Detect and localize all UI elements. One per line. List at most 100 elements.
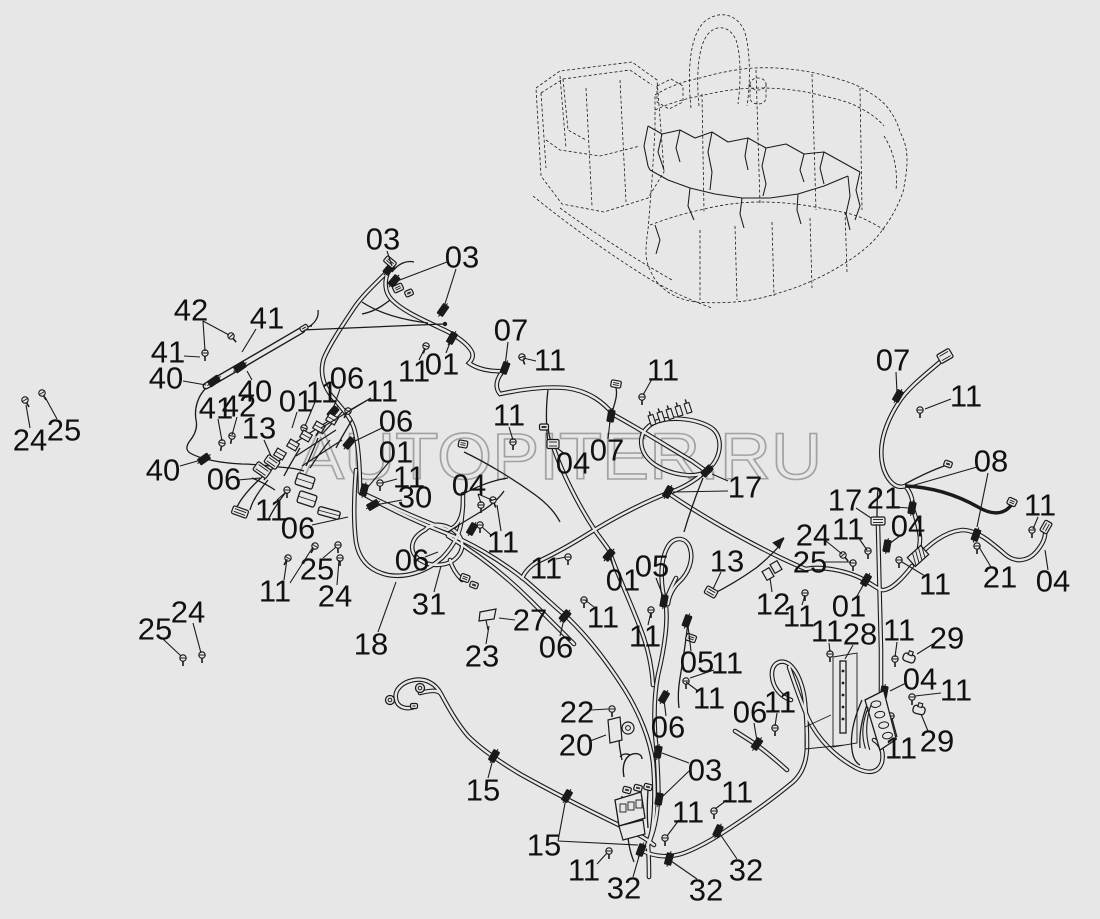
- callout-label: 21: [983, 560, 1017, 595]
- screw-icon: [908, 693, 916, 705]
- harness-wire: [283, 447, 301, 477]
- callout-label: 41: [151, 335, 185, 370]
- harness-tube-core: [660, 537, 693, 608]
- ghost-cab-line: [540, 92, 547, 169]
- connector-block-icon: [298, 429, 314, 443]
- leader-line: [632, 852, 641, 878]
- clamp-icon: [602, 548, 616, 562]
- leader-line: [381, 478, 398, 484]
- terminal-comb-icon: [665, 405, 675, 421]
- harness-wire: [301, 323, 444, 331]
- leader-line: [498, 617, 516, 621]
- callout-label: 42: [174, 293, 208, 328]
- screw-icon: [895, 556, 903, 568]
- callout-label: 11: [255, 493, 287, 528]
- ghost-cab-line: [559, 75, 567, 149]
- inset-harness-lines: [643, 125, 861, 255]
- callout-label: 29: [920, 724, 954, 759]
- leader-line: [719, 833, 738, 860]
- clamp-icon: [892, 388, 904, 404]
- leader-line: [978, 546, 992, 568]
- inset-harness-wire: [761, 147, 767, 197]
- terminal-strip-plate: [804, 652, 858, 750]
- callout-label: 06: [281, 511, 315, 546]
- clamp-icon: [662, 484, 674, 500]
- callout-label: 01: [379, 435, 413, 470]
- inset-harness-wire: [739, 197, 745, 229]
- leader-line: [891, 717, 898, 738]
- leader-line: [711, 473, 729, 482]
- leader-line: [642, 378, 653, 396]
- ghost-body-line: [645, 67, 908, 304]
- leader-line: [352, 426, 385, 443]
- connector-icon: [230, 505, 250, 519]
- ghost-cab-line: [535, 61, 665, 213]
- harness-tube-core: [446, 534, 576, 646]
- harness-tube-core: [358, 490, 656, 853]
- connector-stack-right: [862, 689, 898, 752]
- leader-line: [192, 622, 202, 654]
- harness-tube-core: [770, 660, 807, 705]
- leader-line: [916, 643, 934, 655]
- callout-label: 11: [306, 375, 338, 410]
- leader-line: [828, 642, 831, 653]
- leader-line: [801, 594, 806, 606]
- clamp-icon: [365, 499, 381, 511]
- connector-icon: [538, 423, 550, 431]
- ghost-extra-line: [749, 77, 767, 91]
- callout-label: 04: [903, 662, 937, 697]
- leader-line: [894, 641, 898, 658]
- clamp-icon: [359, 482, 369, 498]
- callout-label: 11: [832, 512, 864, 547]
- leader-line: [685, 681, 699, 692]
- harness-tube-core: [411, 523, 464, 567]
- callout-label: 06: [379, 404, 413, 439]
- leader-line: [25, 404, 31, 429]
- leader-line: [655, 577, 664, 597]
- leader-line: [1032, 516, 1039, 530]
- screw-icon: [891, 655, 899, 667]
- callout-label: 11: [259, 574, 291, 609]
- tube-tip-icon: [442, 321, 448, 327]
- harness-wire: [361, 301, 429, 324]
- harness-tube-core: [384, 268, 505, 373]
- callout-label: 11: [530, 551, 562, 586]
- leader-line: [202, 320, 206, 352]
- clamp-icon: [561, 788, 573, 804]
- callout-label: 03: [445, 240, 479, 275]
- leader-line: [386, 250, 393, 267]
- inset-harness-wire: [799, 153, 805, 183]
- leader-line: [231, 416, 238, 436]
- callout-label: 20: [559, 728, 593, 763]
- callout-label: 07: [590, 433, 624, 468]
- callout-label: 04: [891, 509, 925, 544]
- callout-label: 40: [149, 361, 183, 396]
- callout-label: 11: [764, 685, 796, 720]
- connector-block-icon: [311, 420, 327, 434]
- inset-harness-wire: [819, 151, 825, 185]
- harness-wire: [295, 429, 337, 457]
- leader-line: [433, 565, 442, 593]
- bracket-icon: [769, 559, 783, 575]
- screw-icon: [218, 439, 226, 452]
- callout-label: 32: [689, 873, 723, 908]
- leader-line: [477, 493, 482, 504]
- connector-icon: [404, 288, 414, 298]
- harness-wire: [904, 465, 945, 485]
- screw-icon: [849, 559, 857, 571]
- leader-line: [893, 506, 910, 509]
- callout-label: 41: [250, 301, 284, 336]
- leader-line: [487, 758, 494, 779]
- relay-box-icon: [317, 506, 341, 520]
- ghost-cab-line: [619, 79, 627, 203]
- connector-icon: [409, 702, 419, 710]
- screw-icon: [605, 847, 613, 859]
- callout-label: 11: [487, 525, 519, 560]
- callout-label: 06: [539, 630, 573, 665]
- ghost-body-line: [734, 225, 738, 301]
- clamp-icon: [750, 737, 764, 751]
- leader-line: [584, 599, 595, 608]
- relay-box-icon: [296, 490, 318, 508]
- callout-label: 13: [710, 544, 744, 579]
